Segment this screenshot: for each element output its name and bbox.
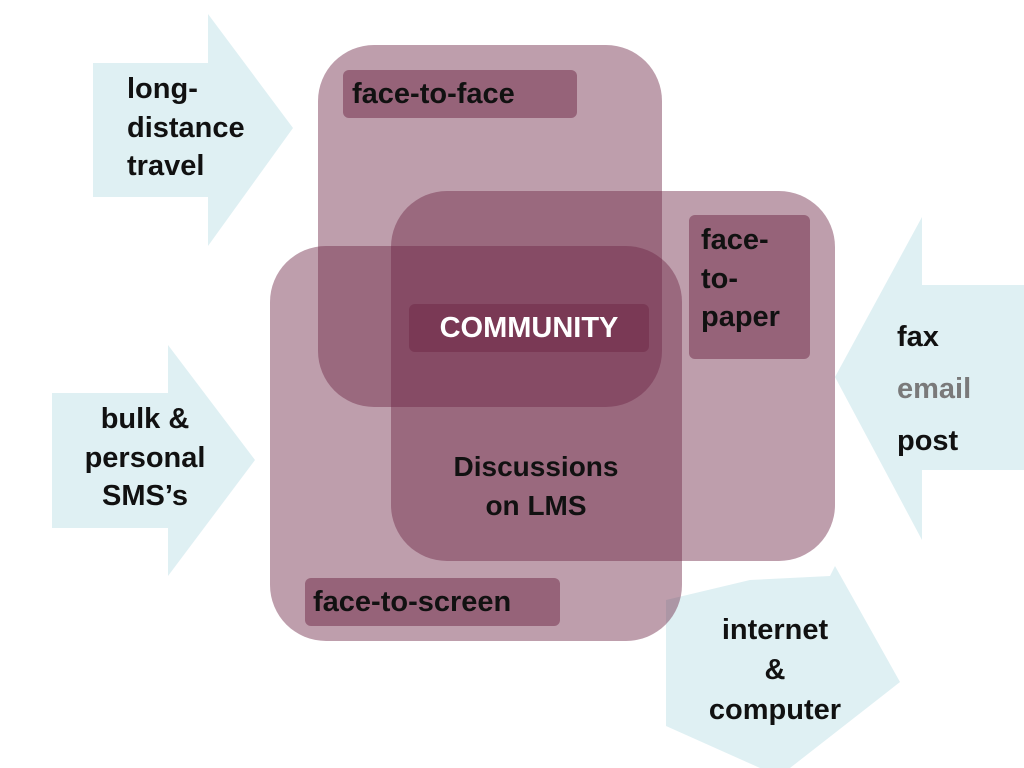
media-text: fax email post [897, 311, 971, 468]
face-to-face-label: face-to-face [352, 77, 515, 110]
discussions-line-1: Discussions [453, 451, 619, 482]
community-label-box: COMMUNITY [409, 304, 649, 352]
long-distance-text: long- distance travel [127, 70, 245, 186]
internet-line-1: internet [721, 614, 829, 646]
bulk-sms-line-1: bulk & [100, 403, 190, 435]
long-distance-line-3: travel [127, 150, 205, 183]
bulk-sms-arrow [52, 345, 255, 576]
media-post: post [897, 425, 959, 458]
face-to-paper-label-box: face- to- paper [689, 215, 810, 359]
face-to-screen-label-box: face-to-screen [305, 578, 560, 626]
internet-line-3: computer [708, 694, 842, 727]
face-to-paper-line-3: paper [701, 301, 780, 334]
face-to-screen-label: face-to-screen [313, 585, 512, 618]
bulk-sms-line-2: personal [84, 441, 206, 474]
internet-arrow [666, 566, 900, 768]
discussions-label: Discussions on LMS [426, 447, 646, 525]
media-fax: fax [897, 321, 939, 353]
face-to-paper-line-1: face- [701, 224, 769, 256]
media-arrow [835, 217, 1024, 540]
bulk-sms-line-3: SMS’s [102, 480, 188, 513]
community-label: COMMUNITY [439, 311, 619, 344]
face-to-paper-line-2: to- [701, 262, 739, 295]
media-email: email [897, 373, 972, 406]
long-distance-arrow [93, 14, 293, 246]
internet-text: internet & computer [690, 610, 860, 730]
bulk-sms-text: bulk & personal SMS’s [60, 400, 230, 516]
face-to-face-label-box: face-to-face [343, 70, 577, 118]
long-distance-line-2: distance [127, 111, 245, 144]
discussions-line-2: on LMS [485, 490, 587, 522]
internet-line-2: & [764, 654, 786, 687]
long-distance-line-1: long- [127, 73, 198, 105]
